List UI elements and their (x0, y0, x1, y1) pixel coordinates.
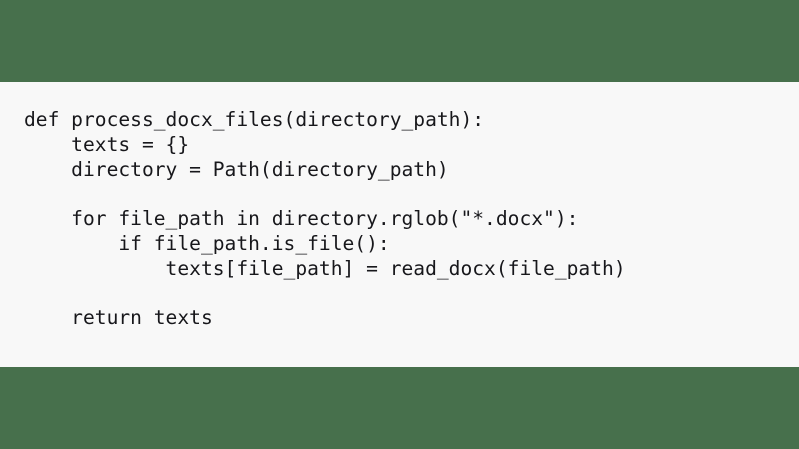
code-panel: def process_docx_files(directory_path): … (0, 82, 799, 367)
code-line: if file_path.is_file(): (24, 231, 390, 255)
top-green-band (0, 0, 799, 82)
code-block: def process_docx_files(directory_path): … (24, 108, 626, 331)
code-line: texts = {} (24, 132, 190, 156)
code-line: for file_path in directory.rglob("*.docx… (24, 207, 579, 231)
code-line-blank (24, 282, 626, 307)
code-line: directory = Path(directory_path) (24, 157, 449, 181)
code-line: texts[file_path] = read_docx(file_path) (24, 256, 626, 280)
code-line-blank (24, 182, 626, 207)
code-line: return texts (24, 306, 213, 330)
code-line: def process_docx_files(directory_path): (24, 108, 485, 131)
bottom-green-band (0, 367, 799, 449)
